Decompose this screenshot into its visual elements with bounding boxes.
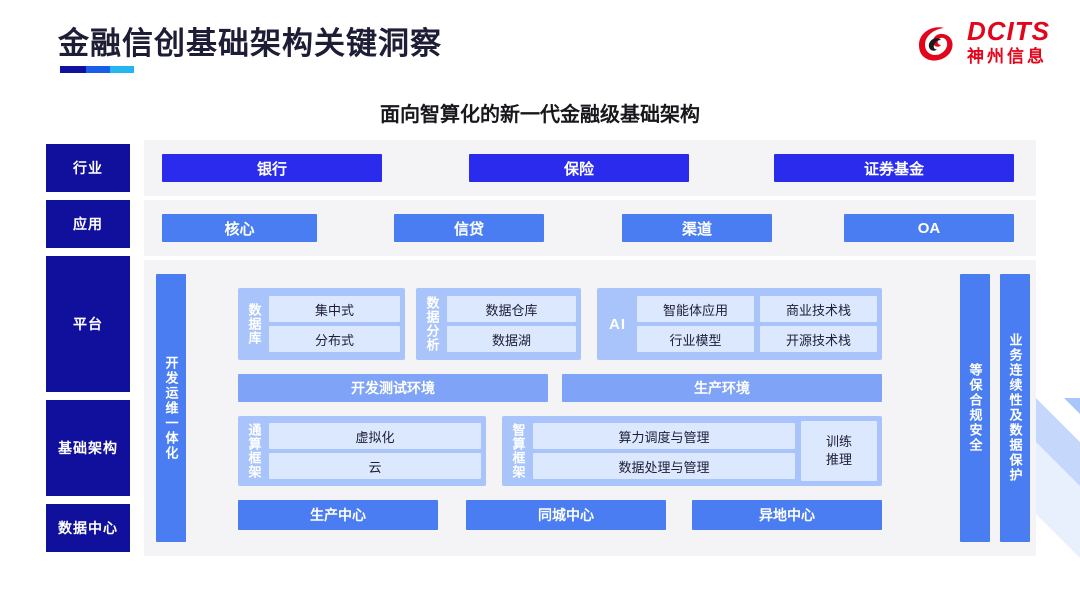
industry-chip-securities-fund[interactable]: 证券基金 (774, 154, 1014, 182)
group-ai[interactable]: AI 智能体应用 行业模型 商业技术栈 开源技术栈 (597, 288, 882, 360)
logo-text-en: DCITS (967, 16, 1050, 46)
page-title: 金融信创基础架构关键洞察 (58, 26, 442, 61)
architecture-diagram: 行业 应用 平台 基础架构 数据中心 银行 保险 证券基金 核心 信贷 渠道 (46, 140, 1036, 565)
logo-text-cn: 神州信息 (967, 47, 1047, 66)
title-underline-accent (60, 66, 134, 73)
cell-agent-application[interactable]: 智能体应用 (637, 296, 754, 322)
vertical-bar-security[interactable]: 等保合规安全 (960, 274, 990, 542)
group-label-database: 数据库 (246, 303, 262, 345)
bar-metro-center[interactable]: 同城中心 (466, 500, 666, 530)
cell-data-processing[interactable]: 数据处理与管理 (533, 453, 795, 479)
dcits-swoosh-icon (913, 19, 959, 65)
group-database[interactable]: 数据库 集中式 分布式 (238, 288, 405, 360)
group-general-compute-framework[interactable]: 通算框架 虚拟化 云 (238, 416, 486, 486)
cell-compute-scheduling[interactable]: 算力调度与管理 (533, 423, 795, 449)
application-band: 核心 信贷 渠道 OA (144, 200, 1036, 256)
slide-subtitle: 面向智算化的新一代金融级基础架构 (380, 104, 700, 126)
layer-label-infrastructure: 基础架构 (46, 400, 130, 496)
bar-production-center[interactable]: 生产中心 (238, 500, 438, 530)
group-label-ai: AI (609, 315, 626, 333)
layer-label-column: 行业 应用 平台 基础架构 数据中心 (46, 140, 130, 565)
application-chip-row: 核心 信贷 渠道 OA (144, 200, 1036, 256)
cell-inference-label: 推理 (825, 452, 852, 467)
bar-production-environment[interactable]: 生产环境 (562, 374, 882, 402)
bar-dev-test-environment[interactable]: 开发测试环境 (238, 374, 548, 402)
cell-centralized[interactable]: 集中式 (269, 296, 400, 322)
application-chip-credit[interactable]: 信贷 (394, 214, 544, 242)
cell-virtualization[interactable]: 虚拟化 (269, 423, 481, 449)
application-chip-channel[interactable]: 渠道 (622, 214, 772, 242)
group-intelligent-compute-framework[interactable]: 智算框架 算力调度与管理 数据处理与管理 训练 推理 (502, 416, 882, 486)
bar-remote-center[interactable]: 异地中心 (692, 500, 882, 530)
group-label-intelligent-compute: 智算框架 (510, 423, 526, 479)
vertical-bar-continuity[interactable]: 业务连续性及数据保护 (1000, 274, 1030, 542)
group-label-general-compute: 通算框架 (246, 423, 262, 479)
cell-distributed[interactable]: 分布式 (269, 326, 400, 352)
industry-band: 银行 保险 证券基金 (144, 140, 1036, 196)
industry-chip-insurance[interactable]: 保险 (469, 154, 689, 182)
layer-label-industry: 行业 (46, 144, 130, 192)
group-label-data-analysis: 数据分析 (424, 296, 440, 352)
cell-commercial-stack[interactable]: 商业技术栈 (760, 296, 877, 322)
cell-industry-model[interactable]: 行业模型 (637, 326, 754, 352)
cell-data-warehouse[interactable]: 数据仓库 (447, 296, 576, 322)
cell-cloud[interactable]: 云 (269, 453, 481, 479)
application-chip-core[interactable]: 核心 (162, 214, 317, 242)
slide-header: 金融信创基础架构关键洞察 DCITS 神州信息 (0, 0, 1080, 92)
layer-label-application: 应用 (46, 200, 130, 248)
company-logo: DCITS 神州信息 (913, 18, 1050, 65)
layer-label-platform: 平台 (46, 256, 130, 392)
cell-data-lake[interactable]: 数据湖 (447, 326, 576, 352)
cell-training-inference[interactable]: 训练 推理 (801, 421, 877, 481)
cell-training-label: 训练 (825, 434, 852, 450)
group-data-analysis[interactable]: 数据分析 数据仓库 数据湖 (416, 288, 581, 360)
platform-infrastructure-band: 开发运维一体化 等保合规安全 业务连续性及数据保护 数据库 集中式 分布式 数据… (144, 260, 1036, 556)
application-chip-oa[interactable]: OA (844, 214, 1014, 242)
industry-chip-row: 银行 保险 证券基金 (144, 140, 1036, 196)
industry-chip-bank[interactable]: 银行 (162, 154, 382, 182)
vertical-bar-devops[interactable]: 开发运维一体化 (156, 274, 186, 542)
layer-label-datacenter: 数据中心 (46, 504, 130, 552)
cell-opensource-stack[interactable]: 开源技术栈 (760, 326, 877, 352)
